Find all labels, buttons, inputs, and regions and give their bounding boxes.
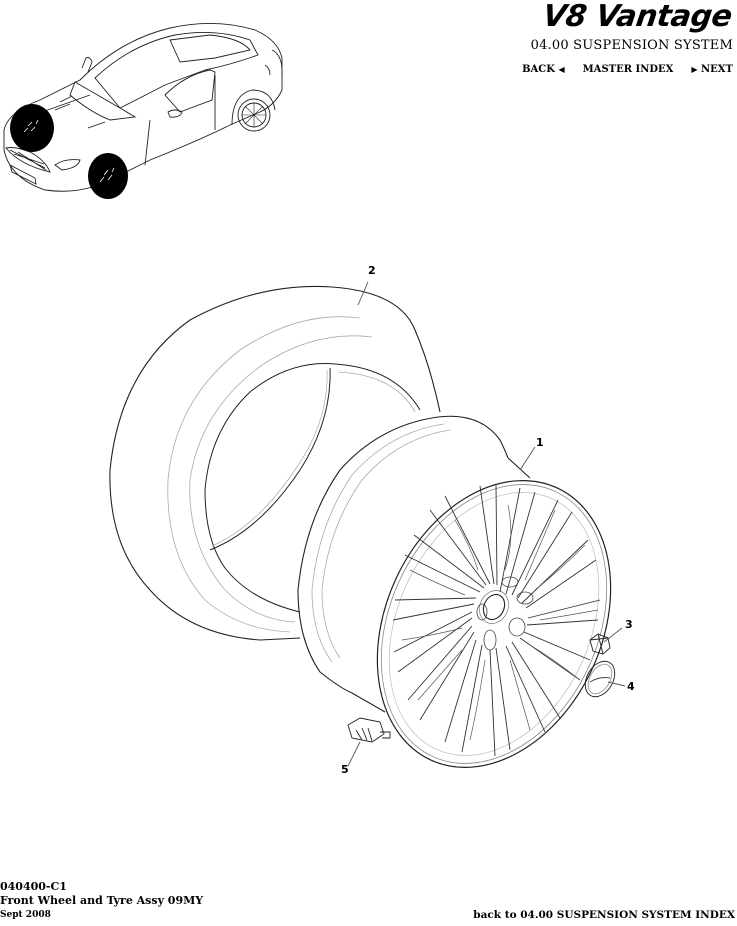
wheel-face-drawing [376,479,612,769]
callout-2: 2 [368,264,376,277]
master-index-link[interactable]: MASTER INDEX [582,64,674,75]
back-link[interactable]: BACK ◀ [522,64,565,75]
diagram-date: Sept 2008 [0,910,51,920]
centre-cap-drawing [584,660,616,698]
triangle-left-icon: ◀ [558,64,565,74]
back-label: BACK [522,64,555,75]
wheel-nut-drawing [589,633,611,655]
back-to-index-link[interactable]: back to 04.00 SUSPENSION SYSTEM INDEX [473,909,735,921]
nav-bar: BACK ◀ MASTER INDEX ▶ NEXT [522,64,733,75]
section-title: 04.00 SUSPENSION SYSTEM [530,38,733,53]
callout-4: 4 [627,680,635,693]
footer-info: 040400-C1 Front Wheel and Tyre Assy 09MY… [0,880,203,922]
next-link[interactable]: ▶ NEXT [691,64,733,75]
callout-1: 1 [536,436,544,449]
tyre-drawing [109,285,441,641]
callout-5: 5 [341,763,349,776]
front-wheel-highlight [10,104,128,199]
wheel-barrel-drawing [297,415,531,713]
diagram-code: 040400-C1 [0,880,67,893]
triangle-right-icon: ▶ [691,64,698,74]
car-thumbnail [3,23,283,199]
diagram-description: Front Wheel and Tyre Assy 09MY [0,894,204,907]
callout-3: 3 [625,618,633,631]
next-label: NEXT [701,64,733,75]
pressure-sensor-drawing [347,717,391,743]
leader-lines [347,281,626,767]
